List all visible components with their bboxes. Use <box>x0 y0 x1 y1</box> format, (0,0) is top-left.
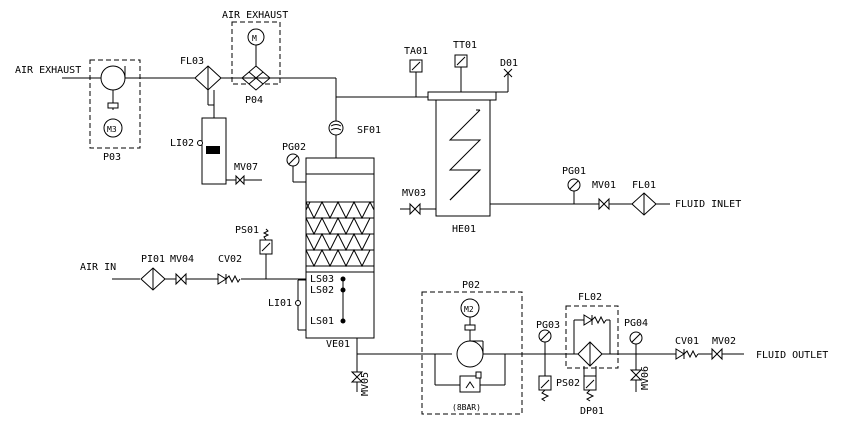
ls02-label: LS02 <box>310 285 334 296</box>
pg04-label: PG04 <box>624 318 648 329</box>
blower-p03: M3 P03 <box>89 59 141 163</box>
li01-label: LI01 <box>268 298 292 309</box>
filter-fl02: FL02 DP01 <box>560 292 636 417</box>
p04-label: P04 <box>245 95 263 106</box>
pg02-label: PG02 <box>282 142 306 153</box>
air-in-label: AIR IN <box>80 262 116 273</box>
li02-label: LI02 <box>170 138 194 149</box>
fl02-label: FL02 <box>578 292 602 303</box>
cv01-label: CV01 <box>675 336 699 347</box>
cv02-label: CV02 <box>218 254 242 265</box>
filter-fl03: FL03 <box>180 56 222 118</box>
motor-m2-label: M2 <box>464 305 474 314</box>
ps02-label: PS02 <box>556 378 580 389</box>
mv04-label: MV04 <box>170 254 194 265</box>
fl03-label: FL03 <box>180 56 204 67</box>
air-exhaust-line: AIR EXHAUST <box>15 65 337 122</box>
vessel-ve01: LS03 LS02 LS01 VE01 <box>305 157 375 350</box>
valve-mv04-icon <box>175 272 187 286</box>
pump-p02-icon <box>456 340 484 368</box>
valve-mv05-icon <box>350 371 364 383</box>
relief-valve-icon <box>459 375 481 393</box>
valve-mv03-icon <box>409 202 421 216</box>
sf01-label: SF01 <box>357 125 381 136</box>
ve01-label: VE01 <box>326 339 350 350</box>
ta01-label: TA01 <box>404 46 428 57</box>
pump-p02: P02 M2 (8BAR) <box>357 280 560 415</box>
mv01-label: MV01 <box>592 180 616 191</box>
drain-tank-nameplate <box>206 146 220 154</box>
valve-mv07-icon <box>235 174 245 186</box>
motor-m3-icon <box>103 118 123 138</box>
fan-motor-label: M <box>252 34 257 43</box>
relief-setting-label: (8BAR) <box>452 403 481 412</box>
pressure-switch-ps02-icon <box>538 375 552 391</box>
mv03-label: MV03 <box>402 188 426 199</box>
level-li01: LI01 <box>268 279 306 331</box>
gauge-pg03: PG03 PS02 <box>536 320 580 402</box>
switch-ps01: PS01 <box>235 225 273 279</box>
he01-label: HE01 <box>452 224 476 235</box>
pg01-label: PG01 <box>562 166 586 177</box>
mv05-label: MV05 <box>360 372 371 396</box>
mv02-label: MV02 <box>712 336 736 347</box>
heat-exchanger-he01: HE01 TA01 TT01 D01 MV03 <box>335 40 518 235</box>
fluid-inlet-label: FLUID INLET <box>675 199 741 210</box>
fluid-outlet-label: FLUID OUTLET <box>756 350 828 361</box>
gauge-pg04: PG04 MV06 <box>624 318 651 392</box>
fluid-inlet-line: PG01 MV01 FL01 FLUID INLET <box>490 166 741 216</box>
p02-label: P02 <box>462 280 480 291</box>
air-exhaust-top-label: AIR EXHAUST <box>222 10 288 21</box>
valve-mv02-icon <box>711 347 723 361</box>
motor-m3-label: M3 <box>107 125 117 134</box>
air-in-line: AIR IN PI01 MV04 CV02 <box>80 254 306 291</box>
sight-flow-sf01: SF01 <box>328 120 381 158</box>
valve-mv01-icon <box>598 197 610 211</box>
check-valve-cv01-icon <box>675 348 685 360</box>
gauge-pg02: PG02 <box>282 142 306 183</box>
mv06-label: MV06 <box>640 366 651 390</box>
ls01-label: LS01 <box>310 316 334 327</box>
tank-li02: LI02 MV07 <box>170 117 262 186</box>
fluid-outlet-line: CV01 MV02 FLUID OUTLET <box>636 336 828 361</box>
drain-mv05: MV05 <box>350 338 371 396</box>
check-valve-cv02-icon <box>217 273 227 285</box>
pg03-label: PG03 <box>536 320 560 331</box>
d01-label: D01 <box>500 58 518 69</box>
p03-label: P03 <box>103 152 121 163</box>
packing-media <box>305 200 375 268</box>
valve-mv06-icon <box>629 369 643 381</box>
ps01-label: PS01 <box>235 225 259 236</box>
diff-pressure-dp01-icon <box>583 375 597 391</box>
fan-p04: AIR EXHAUST M P04 <box>222 10 288 106</box>
mv07-label: MV07 <box>234 162 258 173</box>
air-exhaust-left-label: AIR EXHAUST <box>15 65 81 76</box>
dp01-label: DP01 <box>580 406 604 417</box>
ls03-label: LS03 <box>310 274 334 285</box>
pi01-label: PI01 <box>141 254 165 265</box>
tt01-label: TT01 <box>453 40 477 51</box>
fl01-label: FL01 <box>632 180 656 191</box>
